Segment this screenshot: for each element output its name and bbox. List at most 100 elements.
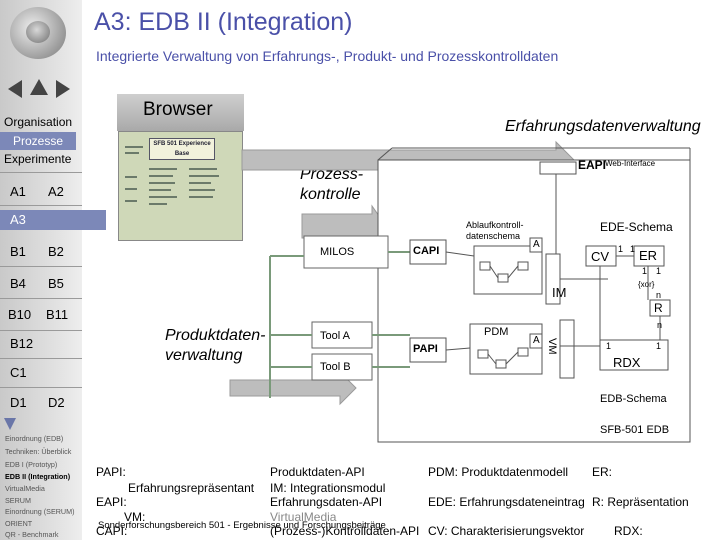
- nav-next-icon[interactable]: [56, 80, 70, 98]
- thumbnail-line: [149, 175, 173, 177]
- vm-label: VM: [546, 338, 558, 355]
- sidebar-item-experimente[interactable]: Experimente: [4, 152, 72, 166]
- thumbnail-line: [125, 176, 137, 178]
- thumbnail-line: [189, 196, 213, 198]
- cardinality-label: 1: [618, 244, 624, 254]
- a-box: [529, 333, 543, 349]
- legend-virtual-media: VirtualMedia: [270, 510, 337, 524]
- scroll-down-icon[interactable]: [4, 418, 16, 430]
- edb-box: [377, 159, 691, 443]
- schema-edge: [487, 353, 497, 365]
- sidebar-link[interactable]: QR - Benchmark: [5, 530, 59, 539]
- thumbnail-line: [125, 152, 139, 154]
- sidebar-link[interactable]: Einordnung (SERUM): [5, 507, 75, 516]
- tool-a-box: [311, 321, 373, 349]
- ablaufkontroll-label: Ablaufkontroll- datenschema: [466, 220, 524, 242]
- vm-bar: [559, 319, 575, 379]
- logo-icon: [10, 7, 66, 59]
- legend-prozess-api: (Prozess-)Kontrolldaten-API: [270, 524, 420, 538]
- thumbnail-line: [149, 182, 175, 184]
- sidebar-project-a3[interactable]: A3: [10, 212, 26, 227]
- divider: [0, 330, 82, 331]
- tool-a-label[interactable]: Tool A: [320, 330, 350, 342]
- legend-eapi: EAPI:: [96, 495, 127, 509]
- sidebar-project-b5[interactable]: B5: [48, 276, 64, 291]
- sfb-edb-label: SFB-501 EDB: [600, 424, 670, 436]
- capi-label: CAPI: [413, 245, 440, 257]
- nav-prev-icon[interactable]: [8, 80, 22, 98]
- thumbnail-line: [189, 168, 217, 170]
- cardinality-label: 1: [606, 341, 612, 351]
- rdx-box: [599, 339, 669, 371]
- legend-cv: CV: Charakterisierungsvektor: [428, 524, 585, 538]
- browser-label: Browser: [143, 99, 213, 120]
- legend-papi-desc: Erfahrungsrepräsentant: [128, 481, 255, 495]
- papi-label: PAPI: [413, 343, 438, 355]
- sidebar-project-b2[interactable]: B2: [48, 244, 64, 259]
- ablaufkontroll-label-line1: Ablaufkontroll-: [466, 220, 524, 230]
- browser-panel: [117, 94, 244, 131]
- divider: [0, 172, 82, 173]
- schema-edge: [505, 351, 519, 365]
- sidebar-link[interactable]: Einordnung (EDB): [5, 434, 64, 443]
- cardinality-label: 1: [630, 244, 636, 254]
- cardinality-label: 1: [656, 266, 662, 276]
- sidebar-project-b11[interactable]: B11: [46, 307, 69, 322]
- eapi-box: [539, 161, 577, 175]
- produktdatenverwaltung-label: Produktdaten- verwaltung: [165, 326, 266, 366]
- legend-vm: VM:: [124, 510, 146, 524]
- sidebar-link[interactable]: SERUM: [5, 496, 31, 505]
- thumbnail-title: SFB 501 Experience Base: [149, 138, 215, 160]
- sidebar-project-b4[interactable]: B4: [10, 276, 26, 291]
- cardinality-label: n: [657, 320, 663, 330]
- produktdatenverwaltung-label-line2: verwaltung: [165, 347, 243, 364]
- page-subtitle: Integrierte Verwaltung von Erfahrungs-, …: [96, 48, 559, 64]
- sidebar-link[interactable]: EDB I (Prototyp): [5, 460, 58, 469]
- legend-er: ER:: [592, 465, 613, 479]
- sidebar-project-a2[interactable]: A2: [48, 184, 64, 199]
- edb-schema-label: EDB-Schema: [600, 393, 667, 405]
- nav-up-icon[interactable]: [30, 79, 48, 95]
- milos-box: [303, 235, 389, 269]
- divider: [0, 205, 82, 206]
- sidebar-link[interactable]: ORIENT: [5, 519, 33, 528]
- cardinality-label: 1: [642, 266, 648, 276]
- sidebar-link-active[interactable]: EDB II (Integration): [5, 472, 71, 481]
- thumbnail-line: [149, 196, 177, 198]
- divider: [0, 358, 82, 359]
- connector: [445, 347, 471, 351]
- sidebar-project-b1[interactable]: B1: [10, 244, 26, 259]
- xor-label: {xor}: [638, 280, 655, 289]
- sidebar-link[interactable]: VirtualMedia: [5, 484, 45, 493]
- sidebar-project-d1[interactable]: D1: [10, 395, 27, 410]
- sidebar-project-a1[interactable]: A1: [10, 184, 26, 199]
- sidebar-project-c1[interactable]: C1: [10, 365, 27, 380]
- schema-edge: [507, 265, 519, 279]
- legend-papi: PAPI:: [96, 465, 126, 479]
- sidebar-item-organisation[interactable]: Organisation: [4, 115, 73, 129]
- sidebar: Organisation Prozesse Experimente A1 A2: [0, 0, 82, 540]
- cv-label: CV: [591, 249, 610, 264]
- legend-capi: CAPI:: [96, 524, 128, 538]
- footer: Sonderforschungsbereich 501 - Ergebnisse…: [98, 520, 386, 531]
- legend-produktdaten-api: Produktdaten-API: [270, 465, 365, 479]
- r-label: R: [654, 301, 663, 315]
- page-title: A3: EDB II (Integration): [94, 8, 353, 36]
- sidebar-project-a3-highlight: [0, 210, 106, 230]
- tool-b-label[interactable]: Tool B: [320, 361, 351, 373]
- sidebar-project-b10[interactable]: B10: [8, 307, 32, 322]
- cardinality-label: 1: [656, 341, 662, 351]
- eapi-label: EAPI: [578, 158, 607, 172]
- legend-r: R: Repräsentation: [592, 495, 689, 509]
- legend-pdm: PDM: Produktdatenmodell: [428, 465, 569, 479]
- sidebar-item-prozesse[interactable]: Prozesse: [0, 132, 76, 150]
- thumbnail-line: [125, 200, 137, 202]
- sidebar-link[interactable]: Techniken: Überblick: [5, 447, 72, 456]
- web-interface-label: Web-Interface: [605, 159, 656, 168]
- rdx-label: RDX: [613, 355, 641, 370]
- capi-box: [409, 239, 447, 265]
- produktdatenverwaltung-label-line1: Produktdaten-: [165, 327, 266, 344]
- sidebar-project-b12[interactable]: B12: [10, 336, 34, 351]
- sidebar-project-d2[interactable]: D2: [48, 395, 65, 410]
- connector: [445, 251, 475, 257]
